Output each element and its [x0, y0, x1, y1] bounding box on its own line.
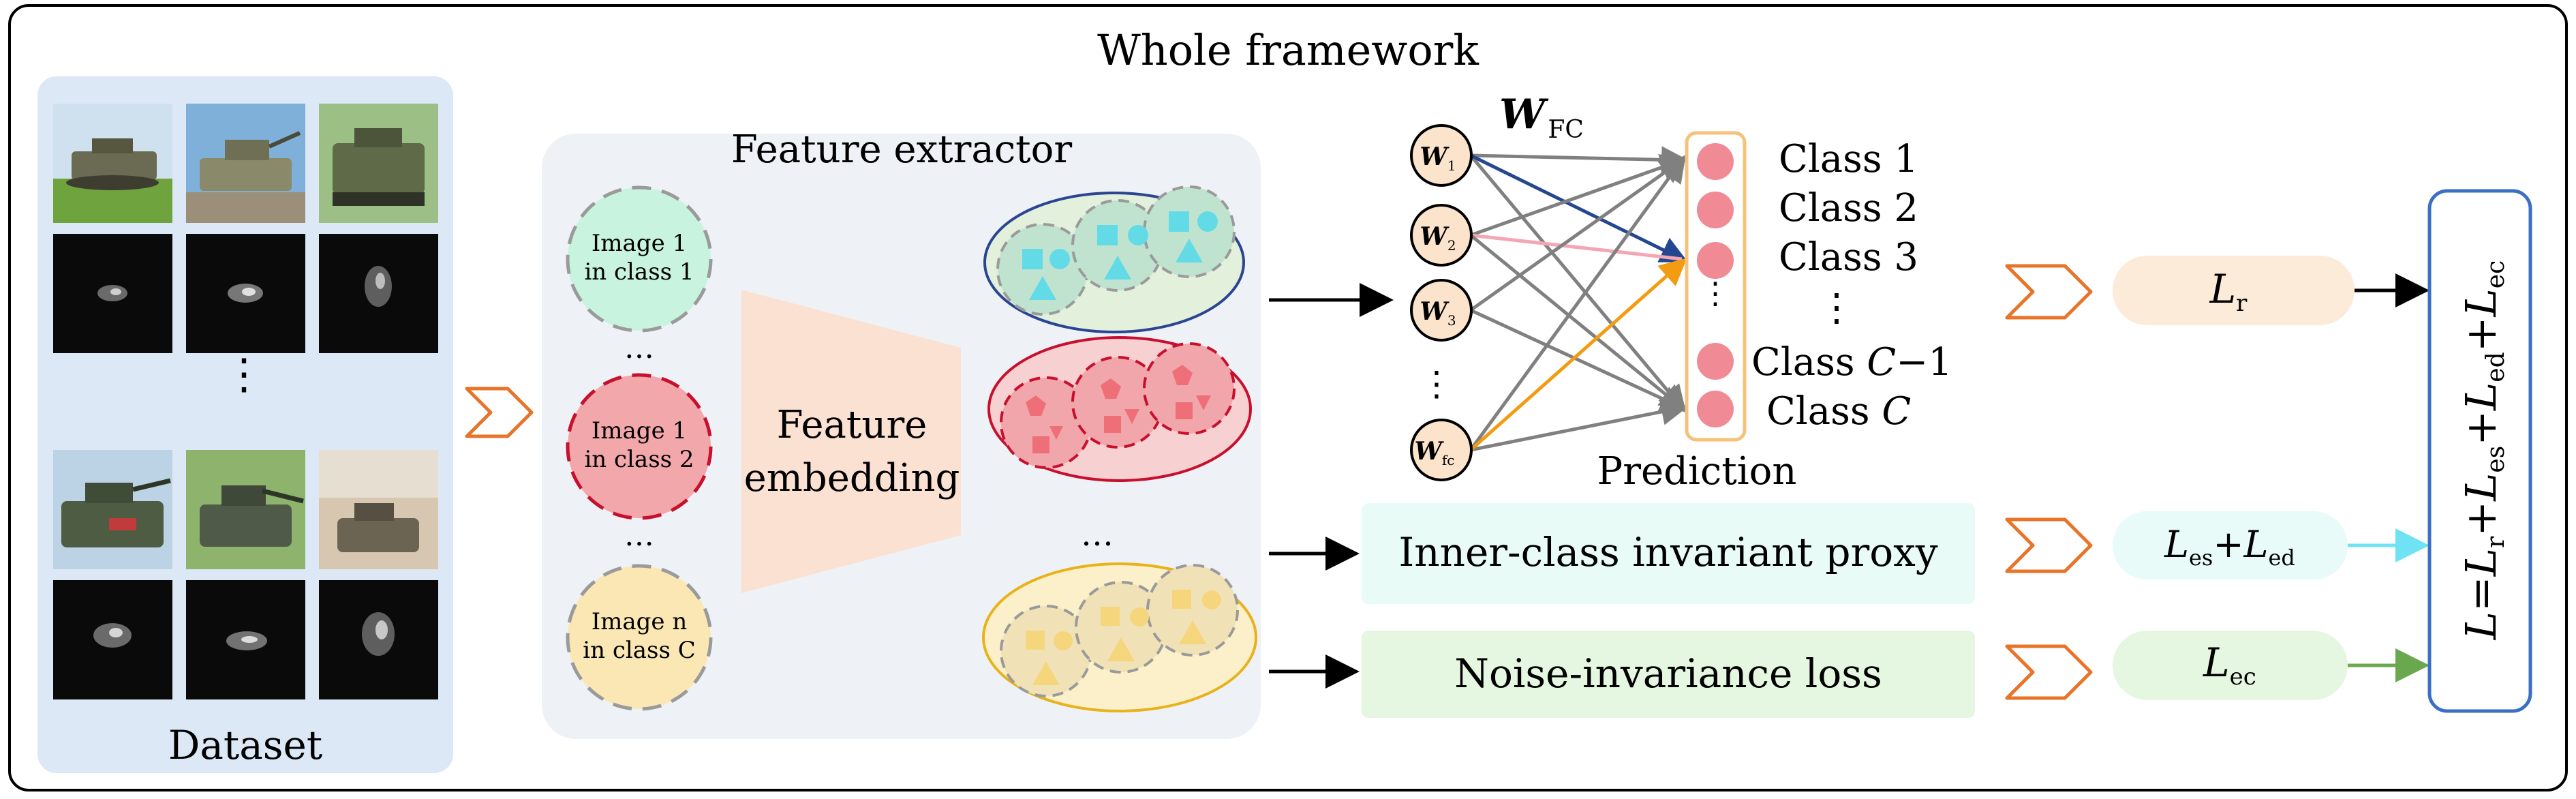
class-label-2: Class 2 [1779, 186, 1918, 230]
inner-class-proxy-label: Inner-class invariant proxy [1398, 529, 1938, 575]
svg-text:W1: W1 [1420, 142, 1456, 174]
feature-cluster-class-2 [987, 336, 1252, 482]
class-label-1: Class 1 [1779, 137, 1918, 181]
fc-input-w1: W1 [1410, 124, 1473, 187]
loss-lr-box [2113, 256, 2355, 325]
image-node-class-c: Image n in class C [566, 564, 713, 711]
svg-text:W3: W3 [1420, 297, 1456, 329]
feature-embedding-line1: Feature [777, 403, 927, 447]
chevron-arrow-icon [2005, 644, 2093, 700]
sar-image-1 [53, 234, 172, 353]
prediction-label: Prediction [1597, 449, 1797, 494]
dataset-label: Dataset [168, 722, 322, 768]
feature-extractor-title: Feature extractor [731, 127, 1073, 172]
fc-input-ellipsis: ⋮ [1420, 364, 1454, 404]
loss-les-led-label: Les+Led [2164, 523, 2295, 571]
class-label-3: Class 3 [1779, 235, 1918, 280]
feature-cluster-class-c [982, 562, 1257, 712]
optical-image-1 [53, 104, 172, 223]
feature-embedding-block [741, 290, 961, 593]
fc-input-wfc: Wfc [1410, 419, 1473, 481]
node-line1: Image 1 [592, 230, 687, 257]
node-line2: in class C [583, 637, 695, 664]
total-loss-box [2427, 189, 2532, 713]
node-line2: in class 1 [584, 258, 694, 286]
optical-image-5 [186, 450, 305, 569]
figure-title: Whole framework [1097, 25, 1479, 75]
chevron-arrow-icon [465, 387, 534, 438]
dataset-vertical-ellipsis: ⋮ [223, 349, 265, 399]
class-label-c-minus-1: Class C−1 [1751, 340, 1952, 385]
loss-lec-label: Lec [2203, 639, 2256, 691]
svg-text:W2: W2 [1420, 222, 1456, 254]
fc-connections [1469, 146, 1689, 452]
optical-image-6 [319, 450, 438, 569]
prediction-node-ellipsis: ⋮ [1700, 276, 1730, 311]
fc-input-w2: W2 [1410, 204, 1473, 267]
sar-image-4 [53, 580, 172, 699]
chevron-arrow-icon [2005, 517, 2093, 573]
node-ellipsis-1: … [624, 331, 654, 365]
svg-text:Wfc: Wfc [1414, 437, 1454, 468]
total-loss-formula: L=Lr+Les+Led+Lec [2456, 260, 2510, 641]
inner-class-proxy-box [1362, 503, 1975, 604]
loss-lec-box [2113, 631, 2348, 700]
class-label-c: Class C [1766, 389, 1911, 434]
node-line1: Image 1 [592, 417, 687, 444]
node-ellipsis-2: … [624, 518, 654, 553]
prediction-node-1 [1697, 143, 1734, 180]
fc-input-w3: W3 [1410, 279, 1473, 342]
optical-image-4 [53, 450, 172, 569]
prediction-node-c-minus-1 [1697, 343, 1734, 380]
noise-invariance-label: Noise-invariance loss [1454, 650, 1882, 697]
feature-embedding-line2: embedding [744, 456, 960, 500]
class-label-ellipsis: ⋮ [1818, 286, 1856, 330]
image-node-class-2: Image 1 in class 2 [566, 373, 713, 520]
loss-les-led-box [2113, 511, 2348, 579]
sar-image-6 [319, 580, 438, 699]
noise-invariance-box [1362, 631, 1975, 718]
sar-image-2 [186, 234, 305, 353]
image-node-class-1: Image 1 in class 1 [566, 185, 713, 333]
optical-image-3 [319, 104, 438, 223]
chevron-arrow-icon [2005, 264, 2093, 320]
prediction-node-3 [1697, 242, 1734, 279]
prediction-node-c [1697, 391, 1734, 427]
dataset-images: ⋮ [53, 104, 438, 699]
optical-image-2 [186, 104, 305, 223]
sar-image-3 [319, 234, 438, 353]
prediction-node-2 [1697, 192, 1734, 228]
sar-image-5 [186, 580, 305, 699]
cluster-ellipsis: … [1081, 515, 1114, 554]
node-line2: in class 2 [584, 446, 694, 473]
feature-cluster-class-1 [983, 185, 1245, 333]
node-line1: Image n [592, 608, 688, 635]
loss-lr-label: Lr [2209, 266, 2248, 317]
